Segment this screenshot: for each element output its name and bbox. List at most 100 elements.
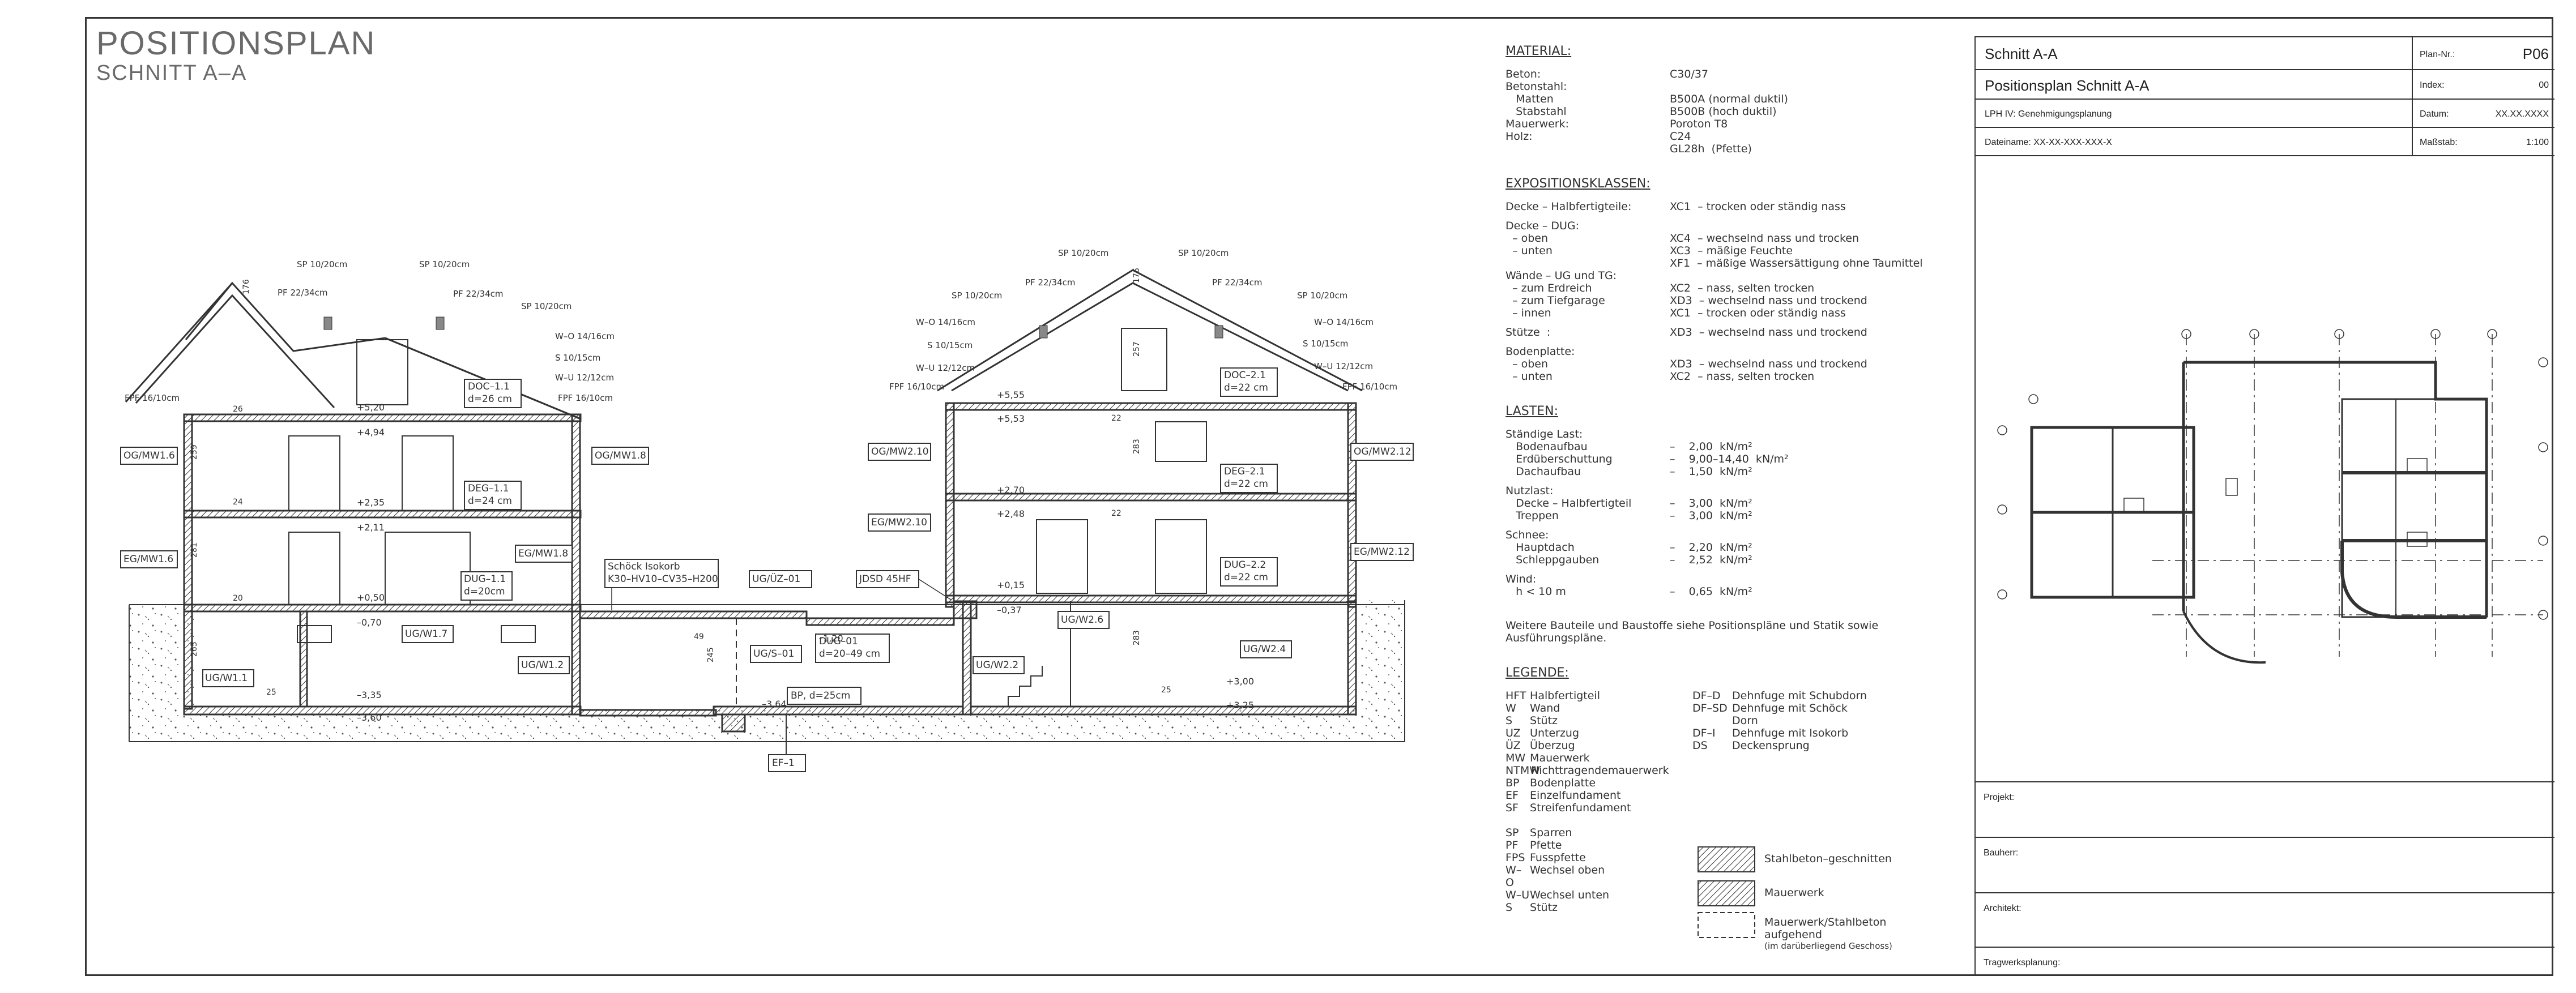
legend-abbr: W–O	[1505, 864, 1522, 889]
note-value: B500A (normal duktil)	[1670, 93, 1788, 105]
legend-text: Deckensprung	[1732, 739, 1810, 752]
note-row: Beton:C30/37	[1505, 68, 1970, 80]
expo-heading: EXPOSITIONSKLASSEN:	[1505, 177, 1650, 191]
legend-text: Wechsel unten	[1530, 889, 1610, 901]
wall-label: UG/W1.1	[205, 673, 248, 684]
slab-label: d=22 cm	[1224, 382, 1268, 393]
dimension-label: 24	[233, 498, 243, 507]
dimension-label: 257	[1132, 341, 1141, 357]
legend-row	[1505, 814, 1692, 827]
legend-text: Pfette	[1530, 839, 1562, 851]
level-label: +0,50	[357, 592, 385, 603]
wall-label: UG/W1.2	[521, 660, 564, 671]
note-row: Mauerwerk:Poroton T8	[1505, 118, 1970, 130]
right-house	[937, 269, 1363, 716]
roof-member-label: S 10/15cm	[555, 353, 601, 363]
wall-label: OG/MW2.10	[871, 446, 929, 457]
note-value: XC1 – trocken oder ständig nass	[1670, 307, 1846, 319]
note-value: XC2 – nass, selten trocken	[1670, 282, 1815, 294]
legend-abbr: HFT	[1505, 690, 1526, 702]
note-row	[1505, 478, 1970, 485]
tb-title: Positionsplan Schnitt A-A	[1985, 77, 2149, 94]
note-value: XC3 – mäßige Feuchte	[1670, 245, 1793, 257]
note-row: Erdüberschuttung– 9,00–14,40 kN/m²	[1505, 453, 1970, 465]
note-row: Bodenaufbau– 2,00 kN/m²	[1505, 440, 1970, 453]
roof-member-label: FPF 16/10cm	[1342, 382, 1398, 392]
note-value: – 2,00 kN/m²	[1670, 440, 1752, 453]
note-key: Mauerwerk:	[1505, 118, 1570, 130]
drawing-frame	[85, 17, 2553, 976]
note-key: Ständige Last:	[1505, 428, 1583, 440]
note-value: XF1 – mäßige Wassersättigung ohne Taumit…	[1670, 257, 1923, 269]
note-row: Hauptdach– 2,20 kN/m²	[1505, 541, 1970, 554]
label-boxes	[120, 367, 1414, 772]
legend-text	[1530, 814, 1692, 827]
wall-label: EG/MW2.12	[1354, 546, 1410, 558]
hatch-label-mixed-2: aufgehend	[1764, 928, 1822, 941]
level-label: +2,11	[357, 522, 385, 533]
tb-projekt: Projekt:	[1984, 793, 2015, 802]
note-row: Decke – Halbfertigteile:XC1 – trocken od…	[1505, 200, 1970, 213]
level-label: +3,00	[1226, 676, 1255, 687]
left-house	[125, 281, 582, 716]
note-key: – zum Erdreich	[1505, 282, 1592, 294]
lasten-heading: LASTEN:	[1505, 404, 1558, 418]
legend-text: Dorn	[1732, 714, 1758, 727]
note-value: – 1,50 kN/m²	[1670, 465, 1752, 478]
tb-name: Schnitt A-A	[1985, 45, 2058, 62]
hatch-label-mixed: Mauerwerk/Stahlbeton	[1764, 916, 1887, 928]
note-row	[1505, 566, 1970, 573]
note-row: GL28h (Pfette)	[1505, 143, 1970, 155]
wall-label: EG/MW2.10	[871, 517, 927, 528]
legend-abbr: BP	[1505, 777, 1520, 789]
legend-row: S Stütz	[1505, 714, 1692, 727]
note-row: Nutzlast:	[1505, 485, 1970, 497]
note-key: Nutzlast:	[1505, 485, 1554, 497]
dimension-label: 26	[233, 405, 243, 414]
soil-right	[1359, 600, 1405, 742]
tb-dateiname: Dateiname: XX-XX-XXX-XXX-X	[1985, 138, 2112, 147]
note-key: Decke – DUG:	[1505, 220, 1580, 232]
legend-text: Dehnfuge mit Isokorb	[1732, 727, 1849, 739]
tb-bauherr: Bauherr:	[1984, 848, 2019, 858]
roof-member-label: FPF 16/10cm	[558, 393, 613, 403]
roof-member-label: SP 10/20cm	[1058, 248, 1109, 258]
legend-abbr: MW	[1505, 752, 1526, 764]
legend-abbr: W–U	[1505, 889, 1530, 901]
tb-massstab: 1:100	[2526, 138, 2549, 147]
roof-member-label: SP 10/20cm	[419, 259, 470, 269]
expo-list: Decke – Halbfertigteile:XC1 – trocken od…	[1505, 200, 1970, 383]
roof-member-label: W–U 12/12cm	[555, 373, 615, 383]
note-key	[1505, 319, 1670, 326]
legend-row: DF–D Dehnfuge mit Schubdorn	[1692, 690, 1902, 702]
legend-text: Bodenplatte	[1530, 777, 1596, 789]
slab-label: d=22 cm	[1224, 478, 1268, 490]
legend-abbr: S	[1505, 714, 1513, 727]
dimension-label: 49	[694, 632, 704, 641]
tb-architekt: Architekt:	[1984, 904, 2021, 913]
legend-text: Stütz	[1530, 714, 1558, 727]
note-value: – 3,00 kN/m²	[1670, 510, 1752, 522]
hatch-label-masonry: Mauerwerk	[1764, 887, 1824, 899]
note-value: GL28h (Pfette)	[1670, 143, 1752, 155]
note-key: Beton:	[1505, 68, 1541, 80]
note-key: Erdüberschuttung	[1505, 453, 1613, 465]
legend-text: Dehnfuge mit Schubdorn	[1732, 690, 1867, 702]
legend-abbr: PF	[1505, 839, 1519, 851]
legend-abbr: DF–D	[1692, 690, 1721, 702]
level-label: –0,70	[357, 617, 382, 628]
roof-member-label: SP 10/20cm	[1178, 248, 1229, 258]
column-label: UG/S–01	[753, 648, 795, 660]
